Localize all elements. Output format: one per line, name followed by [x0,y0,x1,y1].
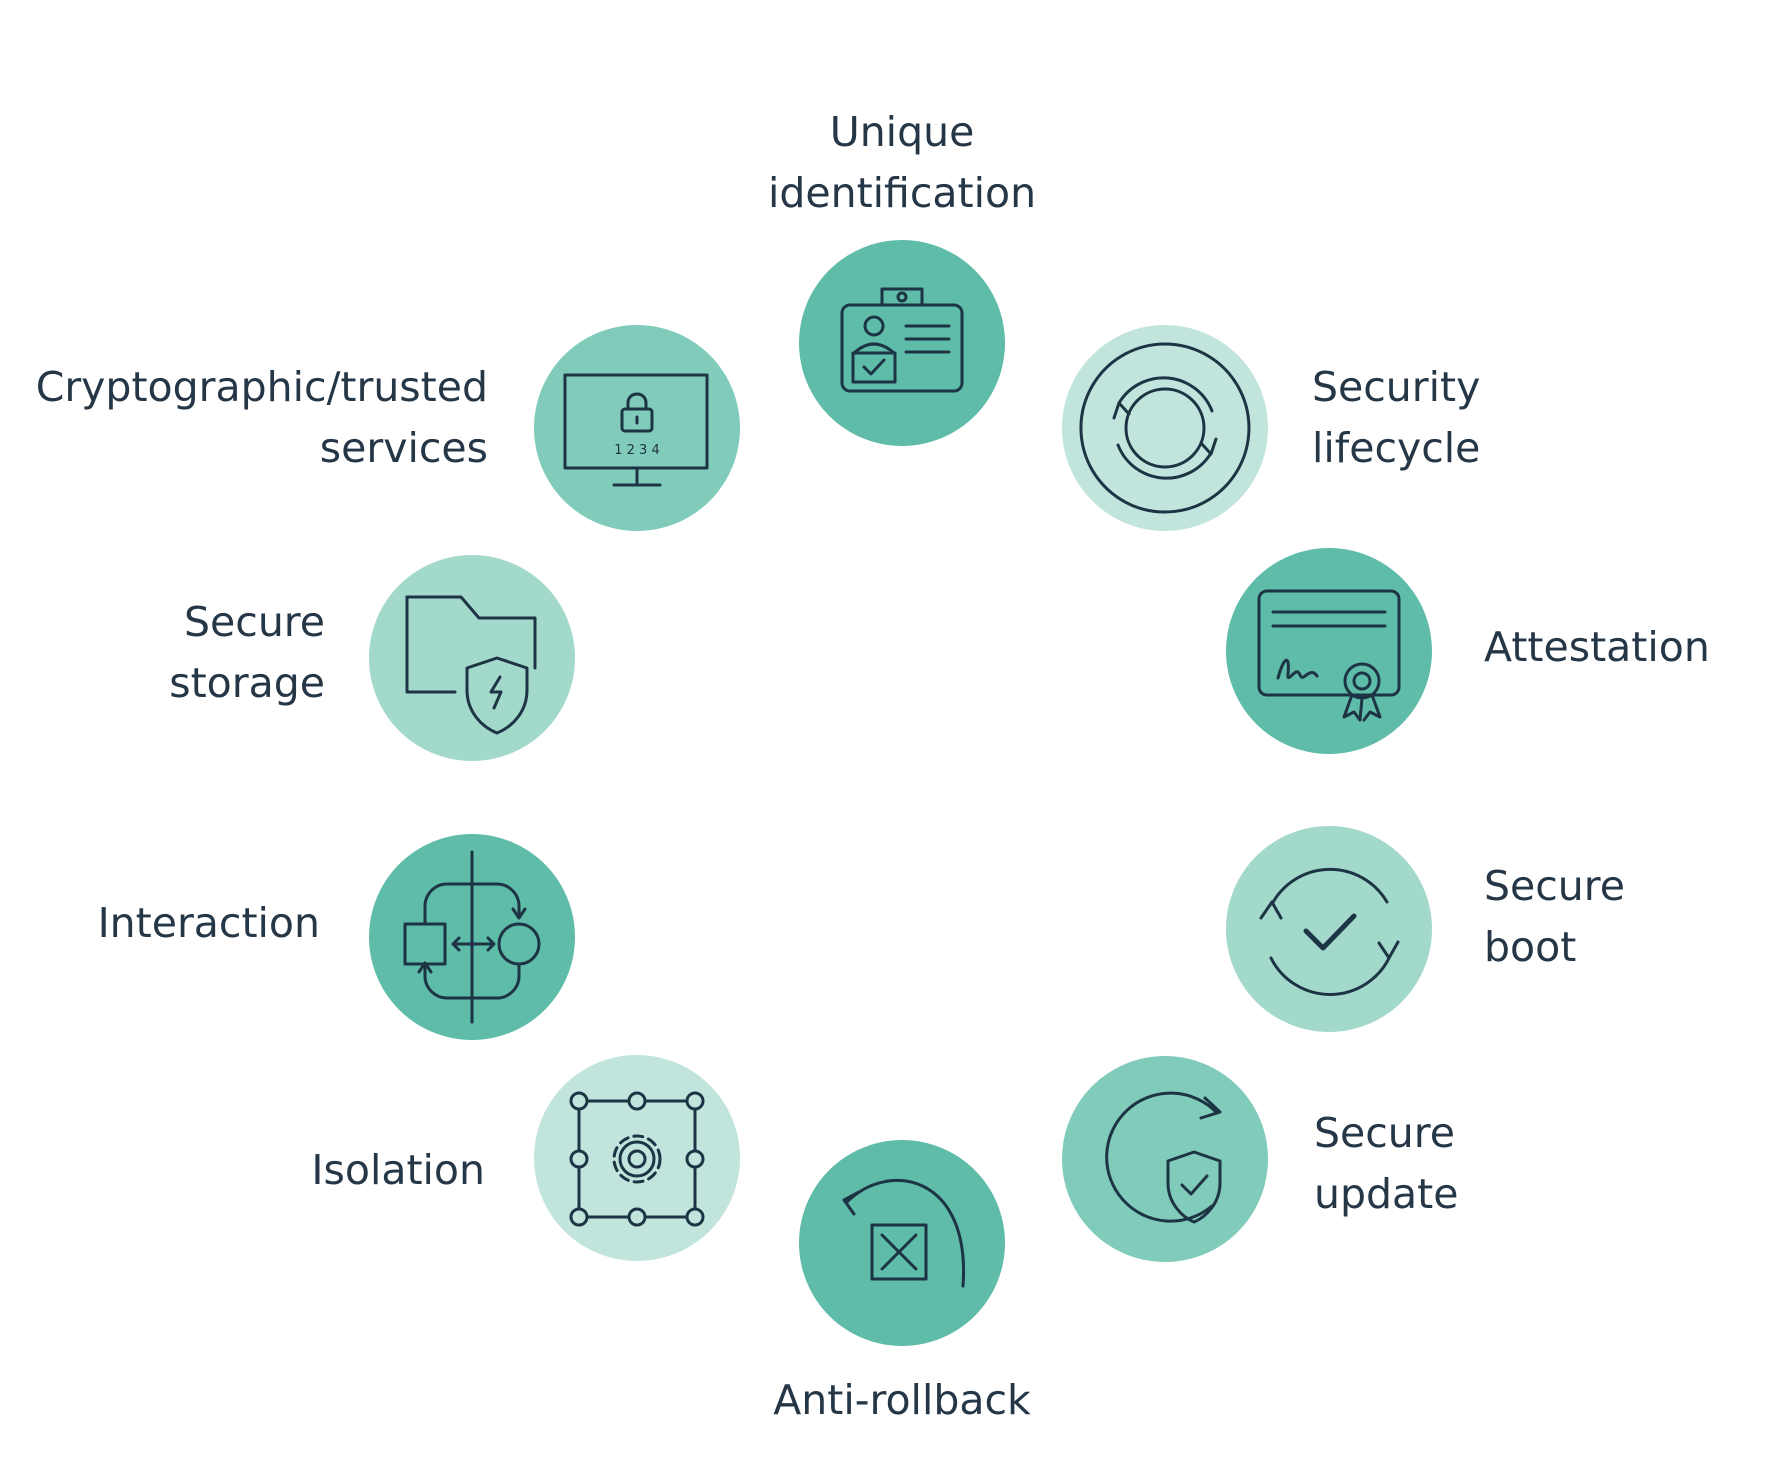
monitor-digits: 1 2 3 4 [614,443,659,458]
shield-refresh-icon [1105,1091,1222,1224]
lifecycle-rings-icon [1079,342,1251,514]
certificate-icon [1257,589,1401,722]
undo-box-icon [842,1179,965,1288]
gear-frame-icon [569,1091,705,1227]
id-badge-icon [840,287,964,393]
monitor-lock-icon: 1 2 3 4 [563,373,709,487]
circular-check-icon [1259,867,1400,996]
label-secure-storage: Secure storage [169,598,325,707]
node-cryptographic-trusted-services: 1 2 3 4 [534,325,740,531]
label-attestation: Attestation [1484,623,1710,671]
folder-shield-icon [405,595,537,735]
node-isolation [534,1055,740,1261]
label-security-lifecycle: Security lifecycle [1312,363,1481,472]
label-secure-boot: Secure boot [1484,862,1625,971]
label-secure-update: Secure update [1314,1109,1459,1218]
node-anti-rollback [799,1140,1005,1346]
node-unique-identification [799,240,1005,446]
label-cryptographic-trusted-services: Cryptographic/trusted services [35,363,488,472]
node-secure-update [1062,1056,1268,1262]
label-isolation: Isolation [311,1146,485,1194]
node-secure-storage [369,555,575,761]
interaction-flow-icon [403,850,541,1024]
label-anti-rollback: Anti-rollback [773,1376,1031,1424]
node-secure-boot [1226,826,1432,1032]
label-interaction: Interaction [97,899,320,947]
node-interaction [369,834,575,1040]
node-security-lifecycle [1062,325,1268,531]
label-unique-identification: Unique identification [767,108,1037,217]
node-attestation [1226,548,1432,754]
